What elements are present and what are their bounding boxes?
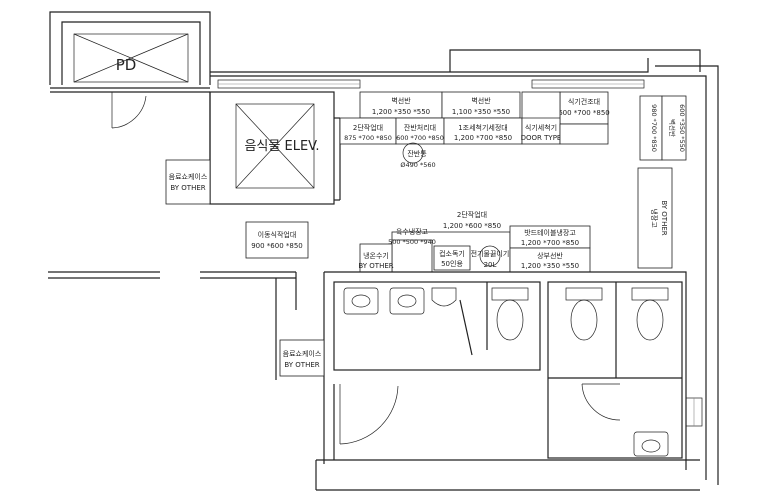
dishwasher: 식기세척기 DOOR TYPE bbox=[521, 91, 562, 145]
mobile-table-name: 이동식작업대 bbox=[258, 230, 297, 239]
restroom-block bbox=[315, 271, 700, 491]
wall-shelf-1-name: 벽선반 bbox=[391, 96, 411, 105]
pd-label: PD bbox=[116, 56, 137, 74]
water-purifier: 냉온수기 BY OTHER bbox=[358, 243, 394, 273]
urinal bbox=[431, 287, 457, 307]
sink bbox=[343, 287, 379, 315]
table-2tier-left-name: 2단작업대 bbox=[353, 123, 383, 132]
scraps-table: 잔반처리대 600 *700 *850 bbox=[395, 117, 445, 145]
toilet bbox=[565, 287, 603, 341]
dishwasher-door: DOOR TYPE bbox=[521, 134, 562, 142]
sandwich-fridge-spec: 1,200 *700 *850 bbox=[521, 239, 579, 247]
sink-spec: 1,200 *700 *850 bbox=[454, 134, 512, 142]
drinks-showcase-bottom: 음료쇼케이스 BY OTHER bbox=[279, 339, 325, 377]
pd-door[interactable] bbox=[111, 92, 147, 129]
right-counter: 980 *700 *850 bbox=[639, 95, 663, 161]
upper-shelf-spec: 1,200 *350 *550 bbox=[521, 262, 579, 270]
scraps-bin: 잔반통 Ø490 *560 bbox=[400, 142, 436, 169]
pd-shaft bbox=[49, 11, 211, 93]
right-fridge-name: 냉장고 bbox=[650, 208, 659, 228]
ingredient-fridge-spec: 500 *500 *940 bbox=[388, 238, 436, 246]
cup-sterilizer-name: 컵소독기 bbox=[439, 249, 465, 258]
restroom-door[interactable] bbox=[339, 384, 399, 445]
electric-boiler-spec: 20L bbox=[484, 261, 497, 269]
right-counter-spec: 980 *700 *850 bbox=[650, 104, 658, 152]
drinks-showcase-left-by: BY OTHER bbox=[170, 184, 205, 192]
sandwich-fridge-name: 밧드테이블냉장고 bbox=[524, 228, 576, 237]
dish-drying-cabinet: 식기건조대 600 *700 *850 bbox=[558, 91, 610, 125]
wall-shelf-2-name: 벽선반 bbox=[471, 96, 491, 105]
sink-name: 1조세척기세정대 bbox=[458, 123, 508, 132]
sink-one-bowl: 1조세척기세정대 1,200 *700 *850 bbox=[443, 117, 523, 145]
toilet bbox=[491, 287, 529, 341]
ingredient-fridge-name: 육수냉장고 bbox=[396, 227, 429, 236]
mobile-work-table: 이동식작업대 900 *600 *850 bbox=[245, 221, 309, 259]
electric-boiler: 전기물끓이기 20L bbox=[471, 245, 510, 269]
stall-door[interactable] bbox=[581, 383, 621, 421]
counter-extension bbox=[559, 123, 609, 145]
wall-shelf-1-spec: 1,200 *350 *550 bbox=[372, 108, 430, 116]
toilet bbox=[631, 287, 669, 341]
scraps-bin-name: 잔반통 bbox=[407, 149, 427, 158]
ingredient-refrigerator: 육수냉장고 500 *500 *940 bbox=[388, 227, 436, 273]
wall-shelf-2: 벽선반 1,100 *350 *550 bbox=[441, 91, 521, 119]
mid-left-wall bbox=[48, 271, 297, 310]
right-shelf-spec: 600 *350 *550 bbox=[678, 104, 686, 152]
water-purifier-name: 냉온수기 bbox=[363, 251, 389, 260]
dish-cabinet-spec: 600 *700 *850 bbox=[558, 109, 610, 117]
water-purifier-by: BY OTHER bbox=[358, 262, 393, 270]
table-2tier-center-name: 2단작업대 bbox=[457, 210, 487, 219]
drinks-showcase-left-name: 음료쇼케이스 bbox=[169, 172, 208, 181]
top-wall bbox=[210, 49, 719, 485]
sink bbox=[633, 431, 669, 457]
right-refrigerator: 냉장고 BY OTHER bbox=[637, 167, 673, 269]
dishwasher-name: 식기세척기 bbox=[525, 123, 557, 132]
wall-shelf-1: 벽선반 1,200 *350 *550 bbox=[359, 91, 443, 119]
right-window bbox=[685, 397, 703, 427]
two-tier-table-left: 2단작업대 875 *700 *850 bbox=[339, 117, 397, 145]
dish-cabinet-name: 식기건조대 bbox=[568, 97, 600, 106]
sink bbox=[389, 287, 425, 315]
right-shelf-name: 벽선반 bbox=[668, 119, 677, 137]
scraps-table-name: 잔반처리대 bbox=[404, 123, 436, 132]
upper-shelf-name: 상부선반 bbox=[537, 251, 563, 260]
mobile-table-spec: 900 *600 *850 bbox=[251, 242, 303, 250]
table-2tier-center-spec: 1,200 *600 *850 bbox=[443, 222, 501, 230]
scraps-table-spec: 600 *700 *850 bbox=[396, 134, 444, 142]
drinks-showcase-bottom-name: 음료쇼케이스 bbox=[283, 349, 322, 358]
right-fridge-by: BY OTHER bbox=[660, 200, 668, 235]
drinks-showcase-bottom-by: BY OTHER bbox=[284, 361, 319, 369]
sandwich-refrigerator: 밧드테이블냉장고 1,200 *700 *850 bbox=[509, 225, 591, 249]
electric-boiler-name: 전기물끓이기 bbox=[471, 249, 510, 258]
scraps-bin-spec: Ø490 *560 bbox=[400, 161, 435, 169]
drinks-showcase-left: 음료쇼케이스 BY OTHER bbox=[165, 159, 211, 205]
cup-sterilizer-spec: 50인용 bbox=[441, 259, 463, 268]
table-2tier-left-spec: 875 *700 *850 bbox=[344, 134, 392, 142]
right-wall-shelf: 벽선반 600 *350 *550 bbox=[661, 95, 687, 161]
elevator-label: 음식물 ELEV. bbox=[244, 139, 319, 154]
upper-shelf: 상부선반 1,200 *350 *550 bbox=[509, 247, 591, 273]
cup-sterilizer: 컵소독기 50인용 bbox=[433, 245, 471, 271]
wall-shelf-2-spec: 1,100 *350 *550 bbox=[452, 108, 510, 116]
